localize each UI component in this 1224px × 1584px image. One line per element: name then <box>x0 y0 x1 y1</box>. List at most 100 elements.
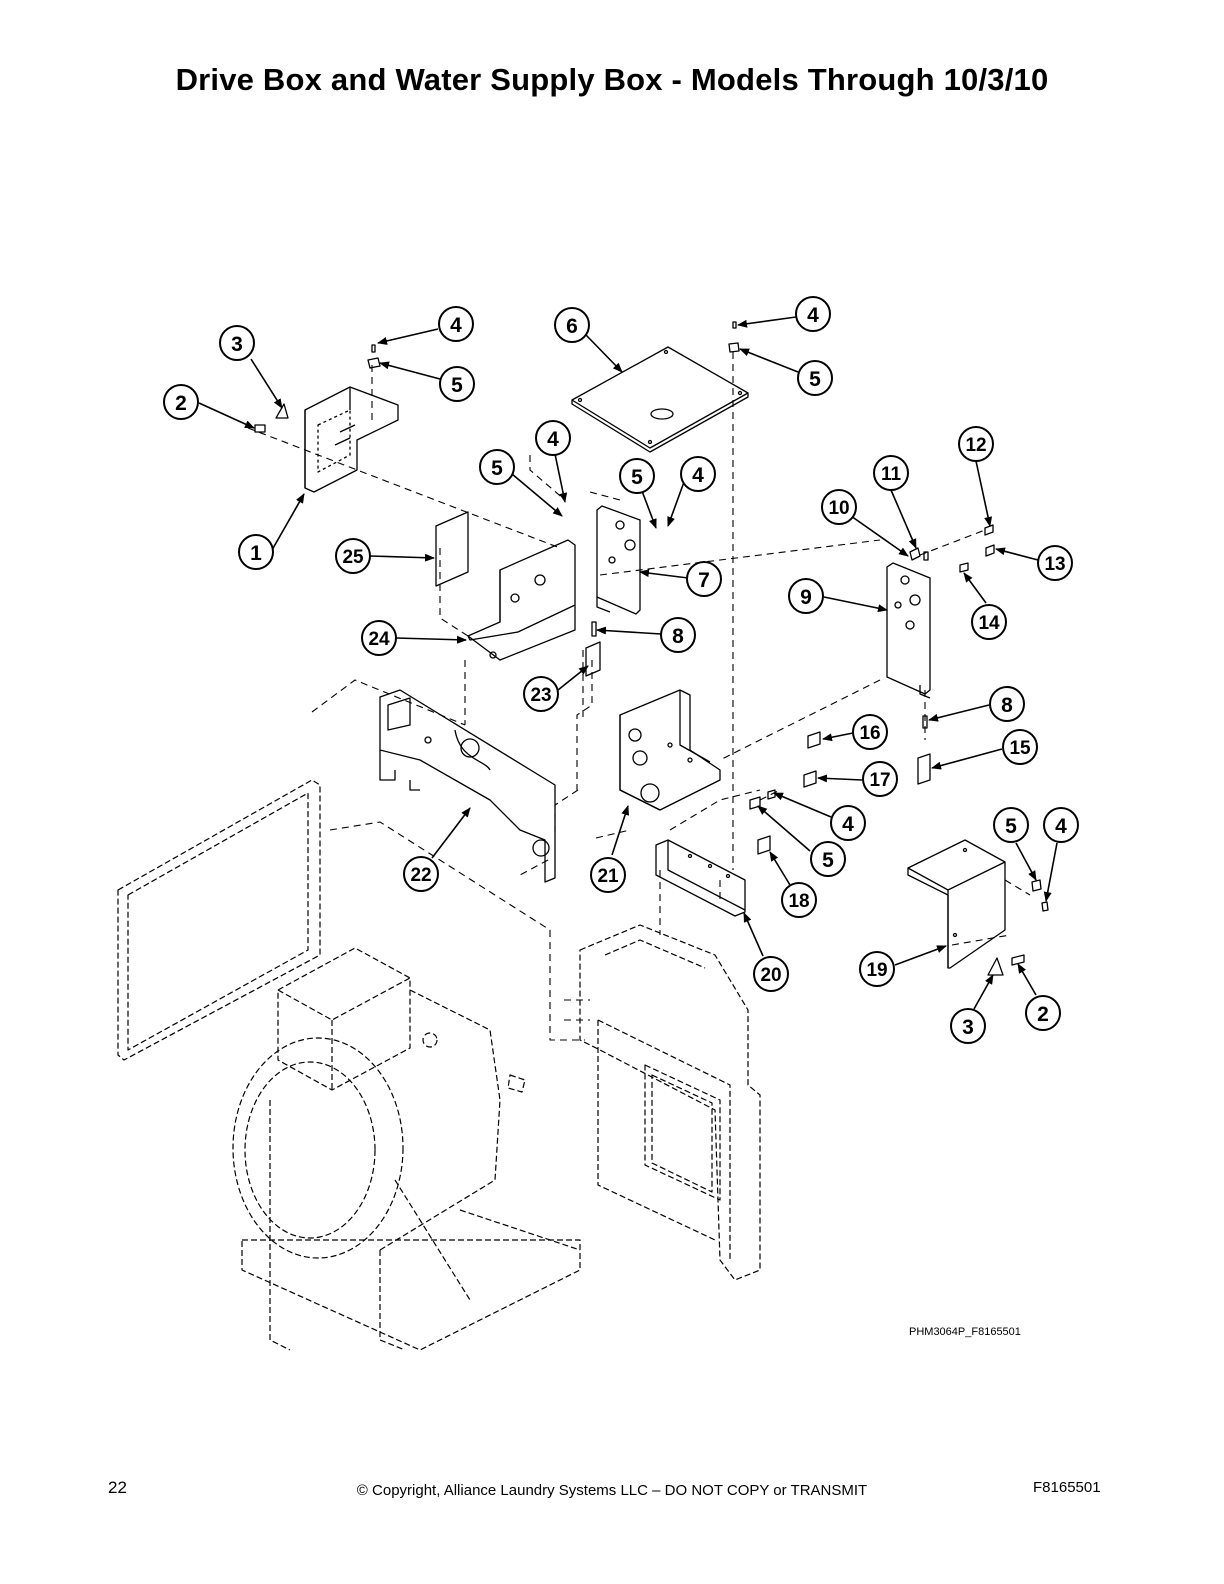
part-2-clip-top <box>254 424 266 433</box>
callout-label: 20 <box>760 965 781 986</box>
callout-15: 15 <box>1002 729 1038 765</box>
callout-label: 10 <box>828 498 849 519</box>
callout-6: 6 <box>554 307 590 343</box>
callout-label: 14 <box>978 613 1000 634</box>
callout-label: 4 <box>692 464 704 487</box>
callout-label: 4 <box>842 813 854 836</box>
callout-label: 19 <box>866 960 887 981</box>
leader-lines <box>198 316 1058 1010</box>
callout-2: 2 <box>163 384 199 420</box>
fasteners-bottom-right <box>1031 879 1049 912</box>
callout-5: 5 <box>619 458 655 494</box>
part-7-bracket <box>596 505 641 615</box>
part-6-cover-plate <box>571 346 749 453</box>
callout-20: 20 <box>753 956 789 992</box>
callout-label: 3 <box>962 1016 974 1039</box>
context-door-frame <box>117 779 321 1061</box>
fasteners-right-bracket <box>909 524 995 573</box>
callout-label: 22 <box>410 865 431 886</box>
callout-5: 5 <box>797 360 833 396</box>
part-17-plate <box>803 770 817 788</box>
callout-4: 4 <box>438 306 474 342</box>
callout-label: 6 <box>566 315 578 338</box>
callout-label: 16 <box>859 723 880 744</box>
part-21-box <box>619 689 721 811</box>
part-25-plate <box>435 511 469 587</box>
callout-10: 10 <box>821 489 857 525</box>
callout-label: 8 <box>672 625 684 648</box>
callout-label: 4 <box>1055 815 1067 838</box>
callout-label: 5 <box>809 368 821 391</box>
callout-label: 13 <box>1044 554 1065 575</box>
part-24-bracket <box>467 539 576 661</box>
part-23-bracket <box>585 641 601 677</box>
assembly-guide-lines <box>247 352 1031 1041</box>
callout-label: 3 <box>231 333 243 356</box>
callout-5: 5 <box>439 366 475 402</box>
callout-25: 25 <box>335 538 371 574</box>
part-8-spacer-right <box>922 715 928 729</box>
callout-4: 4 <box>1043 807 1079 843</box>
callout-label: 5 <box>1005 815 1017 838</box>
callout-3: 3 <box>950 1008 986 1044</box>
callout-14: 14 <box>971 604 1007 640</box>
callout-24: 24 <box>361 620 397 656</box>
callout-8: 8 <box>660 617 696 653</box>
callout-17: 17 <box>862 761 898 797</box>
callout-label: 15 <box>1009 738 1031 759</box>
callout-label: 7 <box>698 569 710 592</box>
page-number: 22 <box>108 1478 127 1497</box>
callout-2: 2 <box>1025 995 1061 1031</box>
document-code: F8165501 <box>1033 1479 1101 1496</box>
callout-label: 24 <box>368 629 390 650</box>
callout-label: 21 <box>597 866 619 887</box>
callout-label: 23 <box>530 685 551 706</box>
callout-4: 4 <box>830 805 866 841</box>
callout-label: 9 <box>800 586 812 609</box>
callout-label: 4 <box>807 304 819 327</box>
callout-4: 4 <box>795 296 831 332</box>
part-3-triangle-bottom <box>987 957 1004 976</box>
callout-4: 4 <box>680 456 716 492</box>
callout-9: 9 <box>788 578 824 614</box>
callout-label: 11 <box>881 464 902 485</box>
fasteners-top-right <box>728 321 740 353</box>
fasteners-center-right <box>749 789 776 810</box>
callout-22: 22 <box>403 856 439 892</box>
part-3-triangle-top <box>275 403 289 419</box>
callout-label: 5 <box>451 374 463 397</box>
callout-label: 2 <box>175 392 187 415</box>
part-19-cover <box>907 839 1006 969</box>
callout-label: 1 <box>250 542 262 565</box>
callout-label: 4 <box>450 314 462 337</box>
part-8-spacer-left <box>591 621 597 637</box>
callout-label: 17 <box>869 770 890 791</box>
callout-label: 4 <box>547 428 559 451</box>
callout-16: 16 <box>852 714 888 750</box>
callout-5: 5 <box>993 807 1029 843</box>
callout-18: 18 <box>781 882 817 918</box>
part-22-panel <box>379 689 556 883</box>
callout-13: 13 <box>1037 545 1073 581</box>
page-title: Drive Box and Water Supply Box - Models … <box>175 62 1049 97</box>
part-16-plate <box>807 731 821 749</box>
part-15-bracket <box>917 753 931 785</box>
callout-8: 8 <box>989 686 1025 722</box>
callout-label: 12 <box>965 435 986 456</box>
figure-code: PHM3064P_F8165501 <box>909 1326 1021 1338</box>
callout-5: 5 <box>810 841 846 877</box>
callout-21: 21 <box>590 857 626 893</box>
part-2-clip-bottom <box>1011 954 1025 966</box>
part-1-drive-box <box>304 386 399 493</box>
callout-7: 7 <box>686 561 722 597</box>
part-9-bracket <box>886 562 931 699</box>
context-washer-body <box>232 947 581 1351</box>
part-20-rail <box>655 839 746 917</box>
callout-label: 18 <box>788 891 809 912</box>
fasteners-top-left <box>367 344 381 369</box>
callout-label: 25 <box>342 547 364 568</box>
callout-label: 5 <box>822 849 834 872</box>
callout-12: 12 <box>958 426 994 462</box>
callout-1: 1 <box>238 534 274 570</box>
